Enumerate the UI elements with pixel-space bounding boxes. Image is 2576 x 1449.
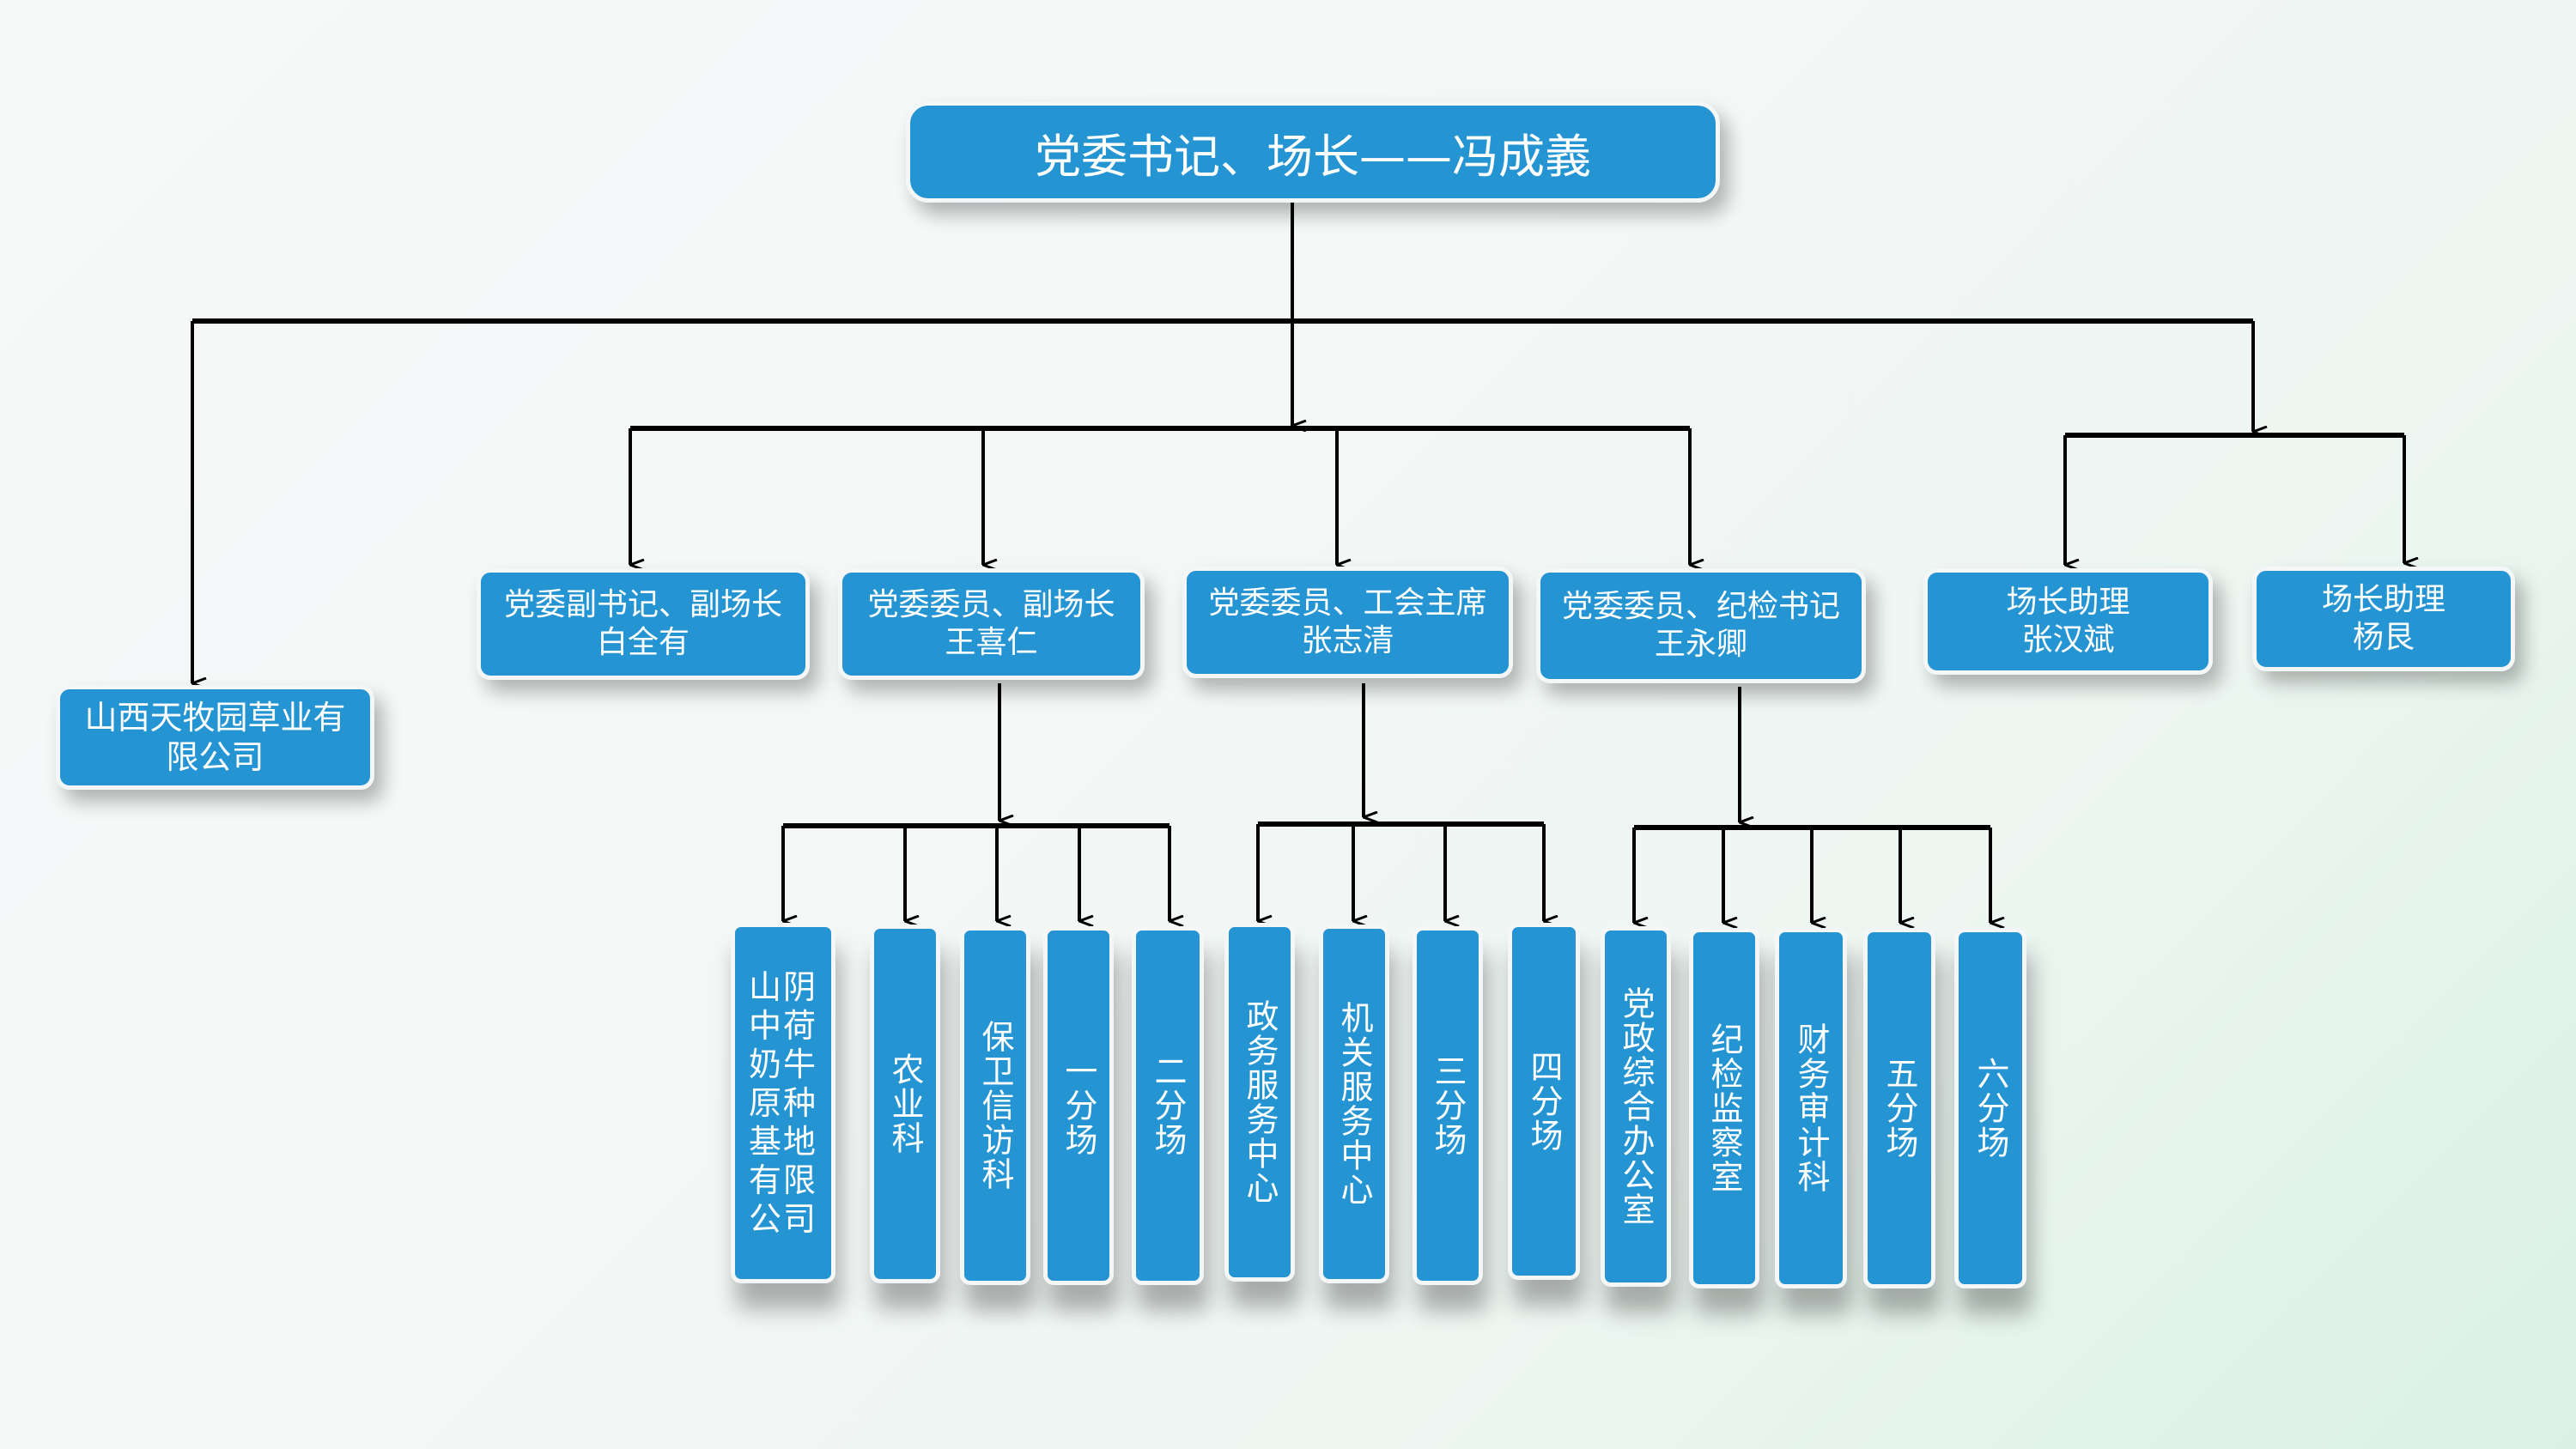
dept-label: 三分场: [1429, 1054, 1467, 1157]
leader-name: 张志清: [1301, 623, 1394, 658]
leader-title: 党委委员、纪检书记: [1561, 589, 1840, 624]
company-node[interactable]: 山西天牧园草业有 限公司: [56, 685, 374, 790]
dept-label: 保卫信访科: [976, 1020, 1014, 1191]
dept-label: 五分场: [1880, 1057, 1918, 1160]
dept-label: 二分场: [1149, 1054, 1187, 1157]
leader-title: 党委委员、工会主席: [1208, 585, 1487, 621]
root-label: 党委书记、场长——冯成義: [1035, 129, 1591, 184]
dept-label: 政务服务中心: [1241, 999, 1279, 1205]
leader-title: 党委委员、副场长: [867, 587, 1115, 622]
dept-branch-5[interactable]: 五分场: [1863, 928, 1935, 1288]
dept-party-general-office[interactable]: 党政综合办公室: [1601, 926, 1671, 1287]
dept-office-service-center[interactable]: 机关服务中心: [1319, 925, 1389, 1283]
dept-shanyin-dairy-base[interactable]: 山阴中荷奶牛原种基地有限公司: [731, 923, 835, 1283]
assistant-title: 场长助理: [2321, 582, 2445, 617]
assistant-name: 杨艮: [2352, 620, 2415, 655]
dept-label: 财务审计科: [1792, 1022, 1830, 1194]
leader-title: 党委副书记、副场长: [503, 587, 782, 622]
leader-node-wang-yongqing[interactable]: 党委委员、纪检书记 王永卿: [1536, 568, 1866, 683]
assistant-node-zhang-hanbin[interactable]: 场长助理 张汉斌: [1923, 568, 2213, 675]
dept-label: 机关服务中心: [1335, 1001, 1373, 1207]
leader-name: 王喜仁: [945, 625, 1038, 660]
company-label-line2: 限公司: [166, 738, 264, 776]
dept-label: 四分场: [1525, 1050, 1563, 1153]
dept-label: 山阴中荷奶牛原种基地有限公司: [748, 967, 817, 1238]
dept-branch-4[interactable]: 四分场: [1508, 923, 1580, 1280]
dept-label: 一分场: [1060, 1054, 1097, 1157]
assistant-name: 张汉斌: [2021, 622, 2115, 658]
dept-finance-audit[interactable]: 财务审计科: [1775, 928, 1847, 1288]
dept-label: 农业科: [886, 1052, 924, 1155]
company-label-line1: 山西天牧园草业有: [84, 699, 346, 737]
assistant-title: 场长助理: [2006, 585, 2130, 620]
dept-discipline-inspection[interactable]: 纪检监察室: [1689, 928, 1759, 1288]
dept-branch-3[interactable]: 三分场: [1413, 926, 1483, 1285]
dept-agriculture[interactable]: 农业科: [870, 925, 940, 1283]
dept-branch-2[interactable]: 二分场: [1132, 926, 1204, 1285]
leader-node-bai-quanyou[interactable]: 党委副书记、副场长 白全有: [477, 568, 810, 680]
leader-node-wang-xiren[interactable]: 党委委员、副场长 王喜仁: [838, 568, 1145, 680]
dept-label: 党政综合办公室: [1617, 986, 1655, 1227]
dept-branch-6[interactable]: 六分场: [1954, 928, 2026, 1288]
leader-name: 王永卿: [1654, 627, 1747, 662]
dept-label: 纪检监察室: [1705, 1022, 1743, 1194]
root-node[interactable]: 党委书记、场长——冯成義: [906, 101, 1720, 203]
assistant-node-yang-gen[interactable]: 场长助理 杨艮: [2252, 567, 2515, 671]
dept-government-service-center[interactable]: 政务服务中心: [1224, 923, 1295, 1282]
leader-node-zhang-zhiqing[interactable]: 党委委员、工会主席 张志清: [1182, 567, 1513, 678]
leader-name: 白全有: [596, 625, 690, 660]
dept-security-petition[interactable]: 保卫信访科: [960, 926, 1030, 1285]
dept-label: 六分场: [1971, 1057, 2009, 1160]
dept-branch-1[interactable]: 一分场: [1043, 926, 1114, 1285]
